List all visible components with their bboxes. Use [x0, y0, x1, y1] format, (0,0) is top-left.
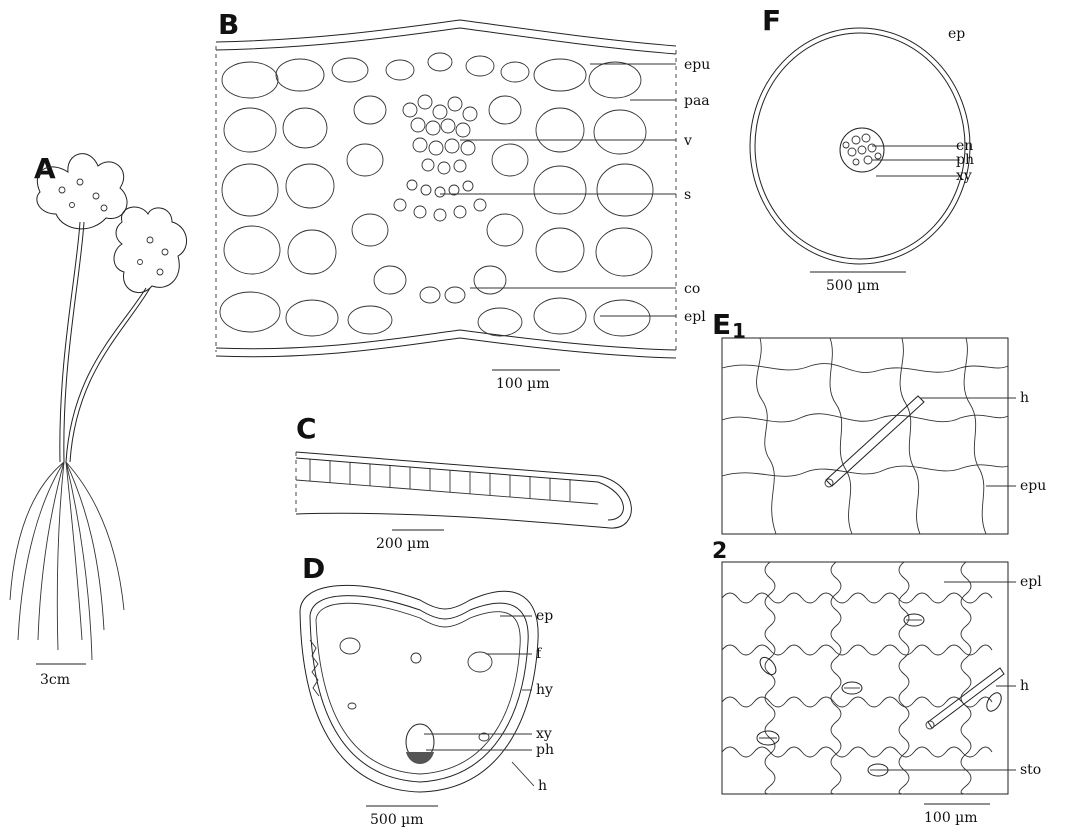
label-d-xy: xy: [536, 726, 552, 742]
panel-e1-letter: E: [712, 308, 731, 341]
label-e2-h: h: [1020, 678, 1029, 694]
panel-a-scale-label: 3cm: [40, 672, 70, 688]
label-b-epu: epu: [684, 57, 710, 73]
panel-b-scale-label: 100 µm: [496, 376, 550, 392]
panel-c-scale-label: 200 µm: [376, 536, 430, 552]
label-b-v: v: [683, 133, 692, 149]
panel-e2-scale-label: 100 µm: [924, 810, 978, 826]
panel-e1: E 1 h epu: [712, 308, 1046, 534]
panel-a: A 3cm: [10, 152, 187, 688]
label-b-paa: paa: [684, 93, 710, 109]
e2-hair: [928, 668, 1004, 728]
panel-d: D ep f hy xy ph h 500 µm: [300, 552, 554, 827]
label-f-ep: ep: [948, 26, 965, 42]
plant-drawing: [10, 154, 187, 660]
label-e2-epl: epl: [1020, 574, 1042, 590]
label-b-epl: epl: [684, 309, 706, 325]
label-f-ph: ph: [956, 152, 974, 168]
panel-b: B: [216, 8, 710, 392]
panel-f: F ep en ph xy 500 µm: [750, 4, 974, 294]
label-b-s: s: [684, 187, 691, 203]
panel-c: C 200 µm: [296, 412, 631, 552]
b-cells: [220, 53, 653, 336]
label-d-hy: hy: [536, 682, 553, 698]
panel-d-scale-label: 500 µm: [370, 812, 424, 827]
panel-f-letter: F: [762, 4, 781, 37]
label-d-f: f: [536, 646, 543, 662]
panel-e2: 2 epl h sto 100 µm: [712, 539, 1042, 826]
label-d-ph: ph: [536, 742, 554, 758]
e1-cell-walls: [722, 338, 1008, 534]
e2-cell-walls: [722, 562, 992, 794]
label-e1-epu: epu: [1020, 478, 1046, 494]
panel-f-scale-label: 500 µm: [826, 278, 880, 294]
panel-b-letter: B: [218, 8, 239, 41]
label-e2-sto: sto: [1020, 762, 1041, 778]
label-e1-h: h: [1020, 390, 1029, 406]
label-b-co: co: [684, 281, 700, 297]
e2-stomata: [757, 614, 1004, 776]
label-d-ep: ep: [536, 608, 553, 624]
c-hatching: [310, 459, 570, 501]
panel-e1-sub: 1: [732, 319, 746, 343]
panel-d-letter: D: [302, 552, 325, 585]
panel-e2-letter: 2: [712, 539, 727, 564]
label-d-h: h: [538, 778, 547, 794]
label-f-xy: xy: [956, 168, 972, 184]
panel-c-letter: C: [296, 412, 317, 445]
